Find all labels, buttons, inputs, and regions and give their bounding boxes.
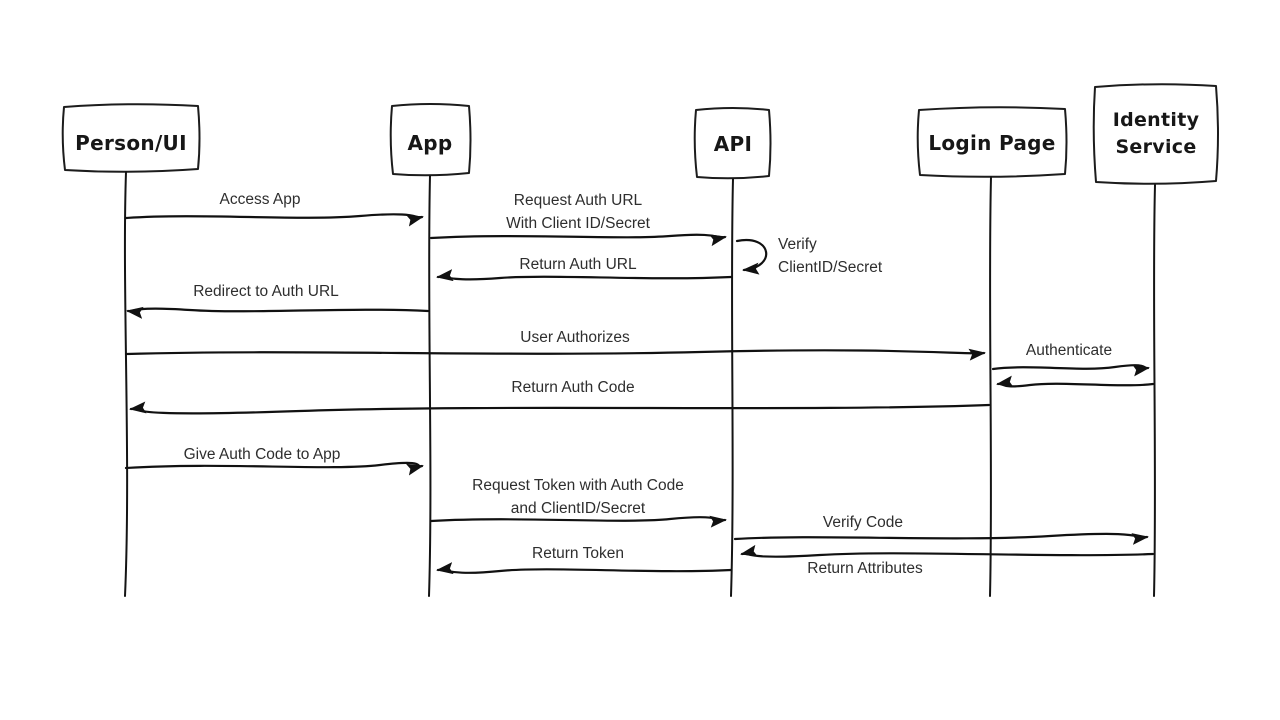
- message-authenticate-return: [996, 375, 1155, 388]
- actor-box: [61, 103, 201, 173]
- actor-box: [916, 106, 1068, 178]
- message-label: User Authorizes: [520, 329, 630, 346]
- message-access-app: Access App: [124, 191, 424, 227]
- arrow-right: [124, 461, 424, 476]
- actor-box: [1092, 83, 1219, 185]
- message-redirect-to-auth-url: Redirect to Auth URL: [126, 283, 430, 319]
- actor-login-page: Login Page: [916, 106, 1068, 178]
- message-label: Give Auth Code to App: [184, 446, 341, 463]
- arrow-right: [733, 532, 1149, 545]
- arrow-right: [429, 515, 727, 528]
- arrow-self-loop: [735, 238, 768, 275]
- message-label: Verify Code: [823, 514, 903, 531]
- message-label: Return Token: [532, 545, 624, 562]
- lifeline-app: [428, 175, 432, 597]
- message-label: Return Attributes: [807, 560, 923, 577]
- message-request-auth-url: Request Auth URL With Client ID/Secret: [429, 192, 727, 247]
- message-verify-clientid-secret: Verify ClientID/Secret: [735, 236, 883, 276]
- actor-label-login-page: Login Page: [928, 131, 1055, 155]
- actor-api: API: [693, 107, 772, 180]
- message-label: Request Token with Auth Code: [472, 477, 684, 494]
- message-return-token: Return Token: [436, 545, 733, 575]
- lifeline-login-page: [989, 176, 992, 597]
- arrow-right: [991, 364, 1150, 377]
- lifeline-api: [730, 178, 734, 597]
- lifeline-identity-service: [1153, 184, 1156, 597]
- arrow-right: [124, 213, 424, 227]
- message-request-token: Request Token with Auth Code and ClientI…: [429, 477, 727, 528]
- arrow-left: [740, 544, 1155, 558]
- actor-label-identity: Identity: [1113, 109, 1200, 131]
- message-label: Access App: [220, 191, 301, 208]
- lifeline-person-ui: [123, 171, 129, 597]
- message-label: Authenticate: [1026, 342, 1112, 359]
- actor-box: [389, 103, 472, 177]
- message-label: Return Auth URL: [519, 256, 637, 273]
- arrow-right: [429, 233, 727, 247]
- message-user-authorizes: User Authorizes: [124, 329, 986, 361]
- message-return-attributes: Return Attributes: [740, 544, 1155, 577]
- actor-label-person-ui: Person/UI: [75, 131, 187, 155]
- actor-label-api: API: [714, 132, 752, 156]
- message-label-line2: With Client ID/Secret: [506, 215, 651, 232]
- arrow-left: [996, 375, 1155, 388]
- message-return-auth-url: Return Auth URL: [436, 256, 733, 282]
- message-authenticate: Authenticate: [991, 342, 1150, 377]
- actor-label-app: App: [407, 131, 452, 155]
- message-give-auth-code: Give Auth Code to App: [124, 446, 424, 476]
- message-label: Verify: [778, 236, 817, 253]
- actor-identity-service: Identity Service: [1092, 83, 1219, 185]
- message-label-line2: and ClientID/Secret: [511, 500, 646, 517]
- actor-person-ui: Person/UI: [61, 103, 201, 173]
- arrow-left: [436, 562, 733, 575]
- message-label: Return Auth Code: [511, 379, 634, 396]
- arrow-left: [126, 306, 430, 319]
- message-return-auth-code: Return Auth Code: [129, 379, 991, 415]
- arrow-left: [436, 269, 733, 282]
- message-label: Request Auth URL: [514, 192, 643, 209]
- actor-app: App: [389, 103, 472, 177]
- actor-label-service: Service: [1115, 136, 1196, 158]
- message-label-line2: ClientID/Secret: [778, 259, 883, 276]
- actor-box: [693, 107, 772, 180]
- arrow-left: [129, 401, 991, 415]
- arrow-right: [124, 348, 986, 361]
- message-verify-code: Verify Code: [733, 514, 1149, 545]
- message-label: Redirect to Auth URL: [193, 283, 339, 300]
